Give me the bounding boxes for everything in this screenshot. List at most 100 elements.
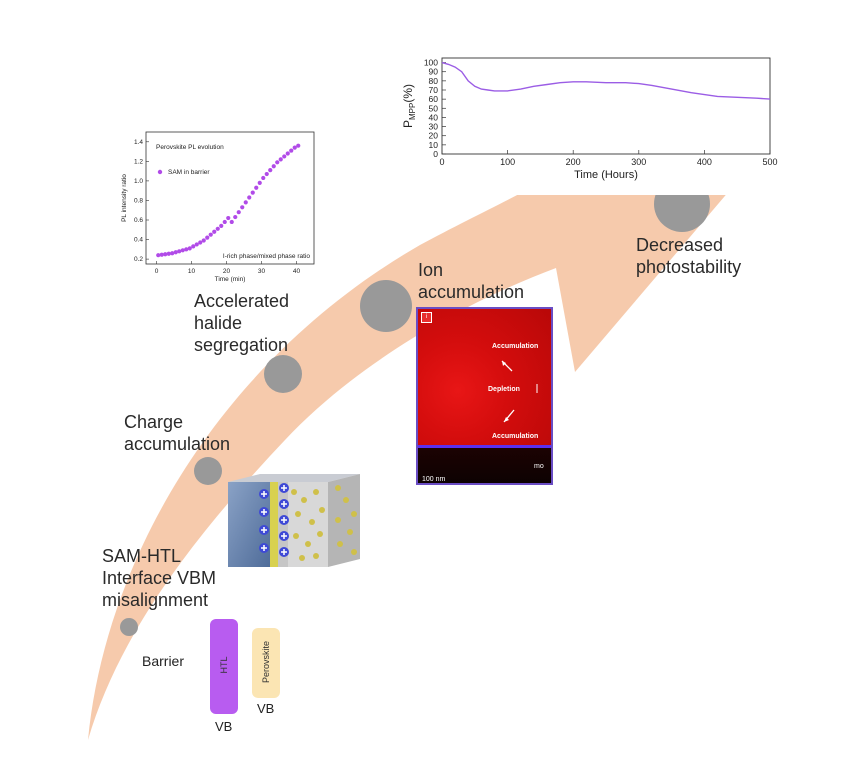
pl-point [187, 246, 192, 251]
vb-perovskite-label: VB [257, 701, 275, 716]
pl-point [194, 242, 199, 247]
mpp-series-line [441, 61, 771, 100]
pl-annotation: I-rich phase/mixed phase ratio [223, 253, 310, 260]
mpp-xtick-label: 200 [566, 157, 581, 167]
pl-legend-label: SAM in barrier [168, 169, 210, 176]
pl-point [296, 143, 301, 148]
pl-point [271, 164, 276, 169]
pl-ytick-label: 1.2 [134, 158, 143, 165]
em-accumulation-bottom: Accumulation [492, 433, 539, 440]
pl-xlabel: Time (min) [215, 276, 246, 283]
device-schematic [228, 474, 360, 567]
pl-ytick-label: 0.6 [134, 217, 143, 224]
mpp-xlabel: Time (Hours) [574, 169, 638, 181]
pl-point [236, 210, 241, 215]
mpp-ylabel: PMPP(%) [401, 84, 417, 128]
pl-point [177, 249, 182, 254]
pl-point [243, 200, 248, 205]
pl-point [173, 250, 178, 255]
pl-point [191, 244, 196, 249]
mpp-xtick-label: 500 [762, 157, 777, 167]
pl-xtick-label: 40 [293, 268, 301, 275]
pl-ytick-label: 0.8 [134, 197, 143, 204]
pl-ytick-label: 0.2 [134, 256, 143, 263]
pl-xtick-label: 10 [188, 268, 196, 275]
pl-point [163, 252, 168, 257]
pl-point [250, 190, 255, 195]
stage-dot-misalignment [120, 618, 138, 636]
perovskite-band-label: Perovskite [261, 640, 271, 684]
mpp-xtick-label: 400 [697, 157, 712, 167]
pl-point [268, 168, 273, 173]
pl-point [264, 171, 269, 177]
htl-band [210, 619, 238, 714]
em-panel-tag: i [421, 312, 432, 323]
pl-point [292, 145, 297, 150]
pl-ylabel: PL intensity ratio [121, 174, 128, 222]
mpp-ytick-label: 100 [424, 58, 438, 68]
pl-point [261, 175, 266, 181]
arrow-shape [88, 55, 730, 740]
mpp-ytick-label: 30 [429, 122, 439, 132]
pl-point [254, 185, 259, 190]
em-arrows [501, 360, 538, 423]
mpp-ytick-label: 90 [429, 67, 439, 77]
mpp-axes-box [441, 57, 771, 155]
pl-point [166, 251, 171, 256]
pl-axes-box [145, 131, 315, 265]
mpp-ytick-label: 20 [429, 131, 439, 141]
mpp-xtick-label: 100 [500, 157, 515, 167]
pl-ytick-label: 1.0 [134, 178, 143, 185]
pl-xtick-label: 0 [155, 268, 159, 275]
mpp-xtick-label: 300 [631, 157, 646, 167]
em-dark-region [418, 448, 551, 483]
pl-point [278, 157, 283, 162]
htl-band-label: HTL [219, 656, 229, 674]
pl-ytick-label: 0.4 [134, 237, 143, 244]
em-depletion: Depletion [488, 386, 520, 393]
mpp-ytick-label: 10 [429, 140, 439, 150]
stage-dot-halide [264, 355, 302, 393]
pl-point [282, 154, 287, 159]
pl-point [205, 235, 210, 240]
pl-point [289, 148, 294, 153]
pl-point [240, 205, 245, 210]
pl-point [285, 151, 290, 156]
pl-point [156, 253, 161, 258]
label-charge: Charge accumulation [124, 412, 231, 454]
energy-barrier-label: Barrier [142, 653, 185, 669]
pl-ytick-label: 1.4 [134, 139, 143, 146]
pl-point [233, 214, 238, 220]
pl-point [257, 180, 262, 185]
pl-point [184, 247, 189, 252]
pl-point [226, 215, 231, 221]
pl-point [208, 232, 213, 237]
vb-htl-label: VB [215, 719, 233, 734]
label-halide: Accelerated halide segregation [194, 291, 290, 355]
mpp-xtick-label: 0 [439, 157, 444, 167]
mpp-ytick-label: 70 [429, 85, 439, 95]
label-misalignment: SAM-HTL Interface VBM misalignment [102, 546, 217, 610]
pl-point [229, 219, 234, 225]
pl-xtick-label: 20 [223, 268, 231, 275]
mpp-ytick-label: 60 [429, 94, 439, 104]
pl-point [212, 229, 217, 234]
mpp-ytick-label: 0 [433, 149, 438, 159]
pl-point [201, 238, 206, 243]
pl-point [215, 226, 220, 231]
pl-xtick-label: 30 [258, 268, 266, 275]
em-material-label: mo [534, 463, 544, 470]
mpp-ytick-label: 80 [429, 76, 439, 86]
label-photostability: Decreased photostability [636, 235, 742, 277]
em-scale-label: 100 nm [422, 476, 446, 483]
pl-point [180, 248, 185, 253]
pl-point [275, 160, 280, 165]
perovskite-band [252, 628, 280, 698]
stage-dot-ion [360, 280, 412, 332]
em-red-region [418, 309, 551, 445]
mpp-ytick-label: 50 [429, 103, 439, 113]
label-ion: Ion accumulation [418, 260, 525, 302]
